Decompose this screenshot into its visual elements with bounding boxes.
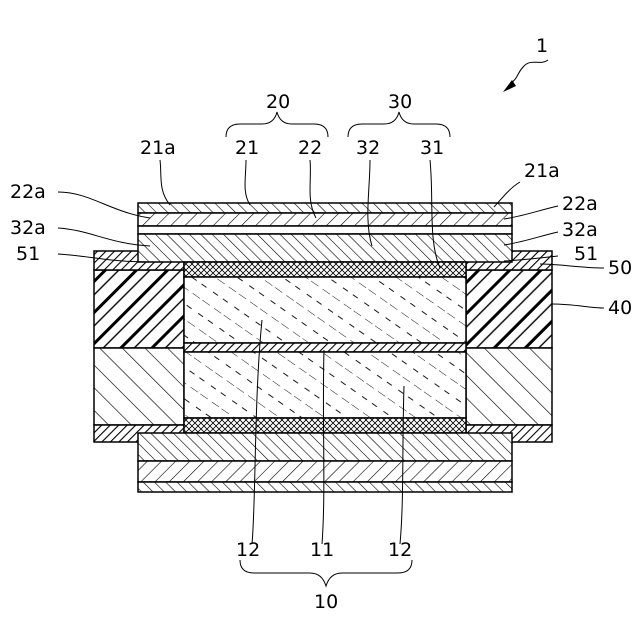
layer-32-bottom [138,433,512,461]
label-32a-right: 32a [562,219,598,241]
layer-21-bottom [138,482,512,492]
layer-22-top [138,213,512,226]
cell-12-upper [184,277,466,343]
frame-left-upper [94,270,184,348]
label-31: 31 [420,137,444,159]
layer-31-top [184,262,466,277]
label-40: 40 [608,297,632,319]
label-32: 32 [356,137,380,159]
layer-31-bottom [184,418,466,433]
layer-21-top [138,203,512,213]
leader-32a-left [58,228,150,246]
arrowhead-1 [503,80,516,92]
label-20: 20 [266,91,290,113]
label-51-right: 51 [574,243,598,265]
label-22a-left: 22a [10,181,46,203]
label-12-left: 12 [236,539,260,561]
label-51-left: 51 [16,243,40,265]
brace-30 [348,112,450,137]
separator-11 [184,343,466,352]
label-21a-left: 21a [140,137,176,159]
label-1: 1 [536,35,548,57]
frame-left-lower [94,348,184,425]
layer-32-top [138,234,512,262]
label-50: 50 [608,257,632,279]
leader-22a-left [58,192,150,218]
layer-22-bottom [138,461,512,482]
label-21: 21 [235,137,259,159]
label-12-right: 12 [388,539,412,561]
leader-21a-left [160,160,170,205]
label-32a-left: 32a [10,217,46,239]
brace-20 [226,112,328,137]
leader-40 [552,304,604,308]
label-22: 22 [298,137,322,159]
frame-right-lower [466,348,552,425]
layer-gap-top [138,226,512,234]
frame-right-upper [466,270,552,348]
label-11: 11 [310,539,334,561]
cell-12-lower [184,352,466,418]
label-10: 10 [314,591,338,613]
leader-21 [245,160,250,205]
brace-10 [240,560,412,586]
label-22a-right: 22a [562,193,598,215]
label-21a-right: 21a [524,160,560,182]
arrow-1 [510,60,548,84]
label-30: 30 [388,91,412,113]
